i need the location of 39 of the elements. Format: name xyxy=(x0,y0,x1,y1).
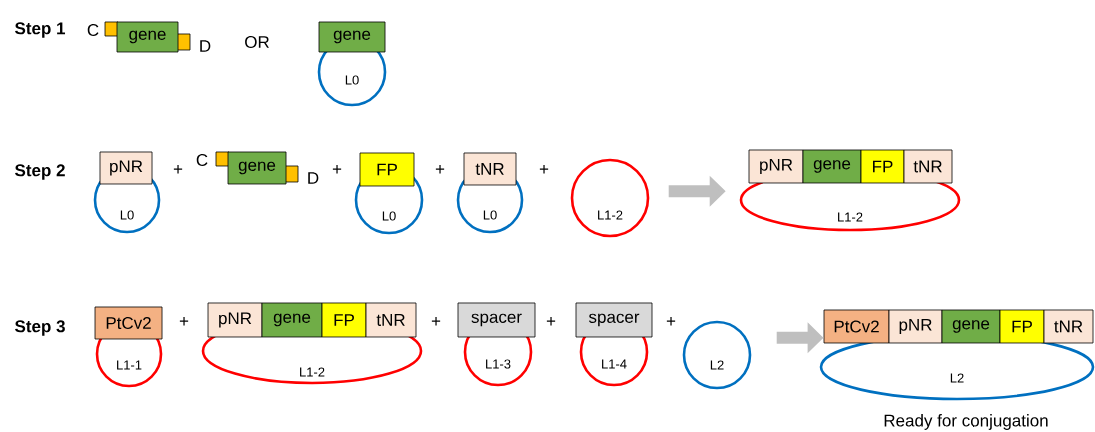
dna-part-box: tNR xyxy=(903,149,953,184)
dna-part-box: spacer xyxy=(457,302,536,338)
gene-fragment: gene xyxy=(215,151,299,185)
dna-part-box: tNR xyxy=(1043,309,1094,344)
dna-part-box: gene xyxy=(318,21,386,53)
dna-part-box: gene xyxy=(802,149,862,184)
gene-fragment: gene xyxy=(104,21,191,53)
end-label: C xyxy=(196,154,208,166)
end-label: D xyxy=(200,40,211,52)
dna-part-box: tNR xyxy=(463,152,517,186)
dna-part-box: FP xyxy=(999,309,1045,344)
dna-part-box: FP xyxy=(860,149,905,184)
dna-part-box: pNR xyxy=(99,151,153,185)
dna-part-box: FP xyxy=(359,152,415,187)
plus-sign: + xyxy=(435,165,445,174)
dna-part-box: gene xyxy=(941,309,1001,344)
dna-part-box: PtCv2 xyxy=(94,306,163,340)
dna-part-box: tNR xyxy=(365,302,417,338)
plus-sign: + xyxy=(179,317,189,326)
or-label: OR xyxy=(245,36,269,48)
dna-part-box: pNR xyxy=(888,309,943,344)
plus-sign: + xyxy=(666,317,676,326)
dna-part-box: pNR xyxy=(748,149,804,184)
dna-part-box: PtCv2 xyxy=(823,309,890,344)
plus-sign: + xyxy=(431,317,441,326)
step-label: Step 1 xyxy=(15,22,66,38)
dna-part-box: pNR xyxy=(207,302,263,338)
plus-sign: + xyxy=(539,165,549,174)
end-label: C xyxy=(87,24,99,36)
dna-part-box: spacer xyxy=(575,302,653,338)
step-label: Step 3 xyxy=(15,320,65,336)
plus-sign: + xyxy=(173,165,183,174)
end-label: D xyxy=(308,172,319,184)
step-label: Step 2 xyxy=(15,164,65,180)
dna-part-box: gene xyxy=(261,302,323,338)
plus-sign: + xyxy=(546,317,556,326)
dna-part-box: FP xyxy=(321,302,367,338)
node-label: Ready for conjugation xyxy=(884,414,1048,430)
plus-sign: + xyxy=(332,165,342,174)
